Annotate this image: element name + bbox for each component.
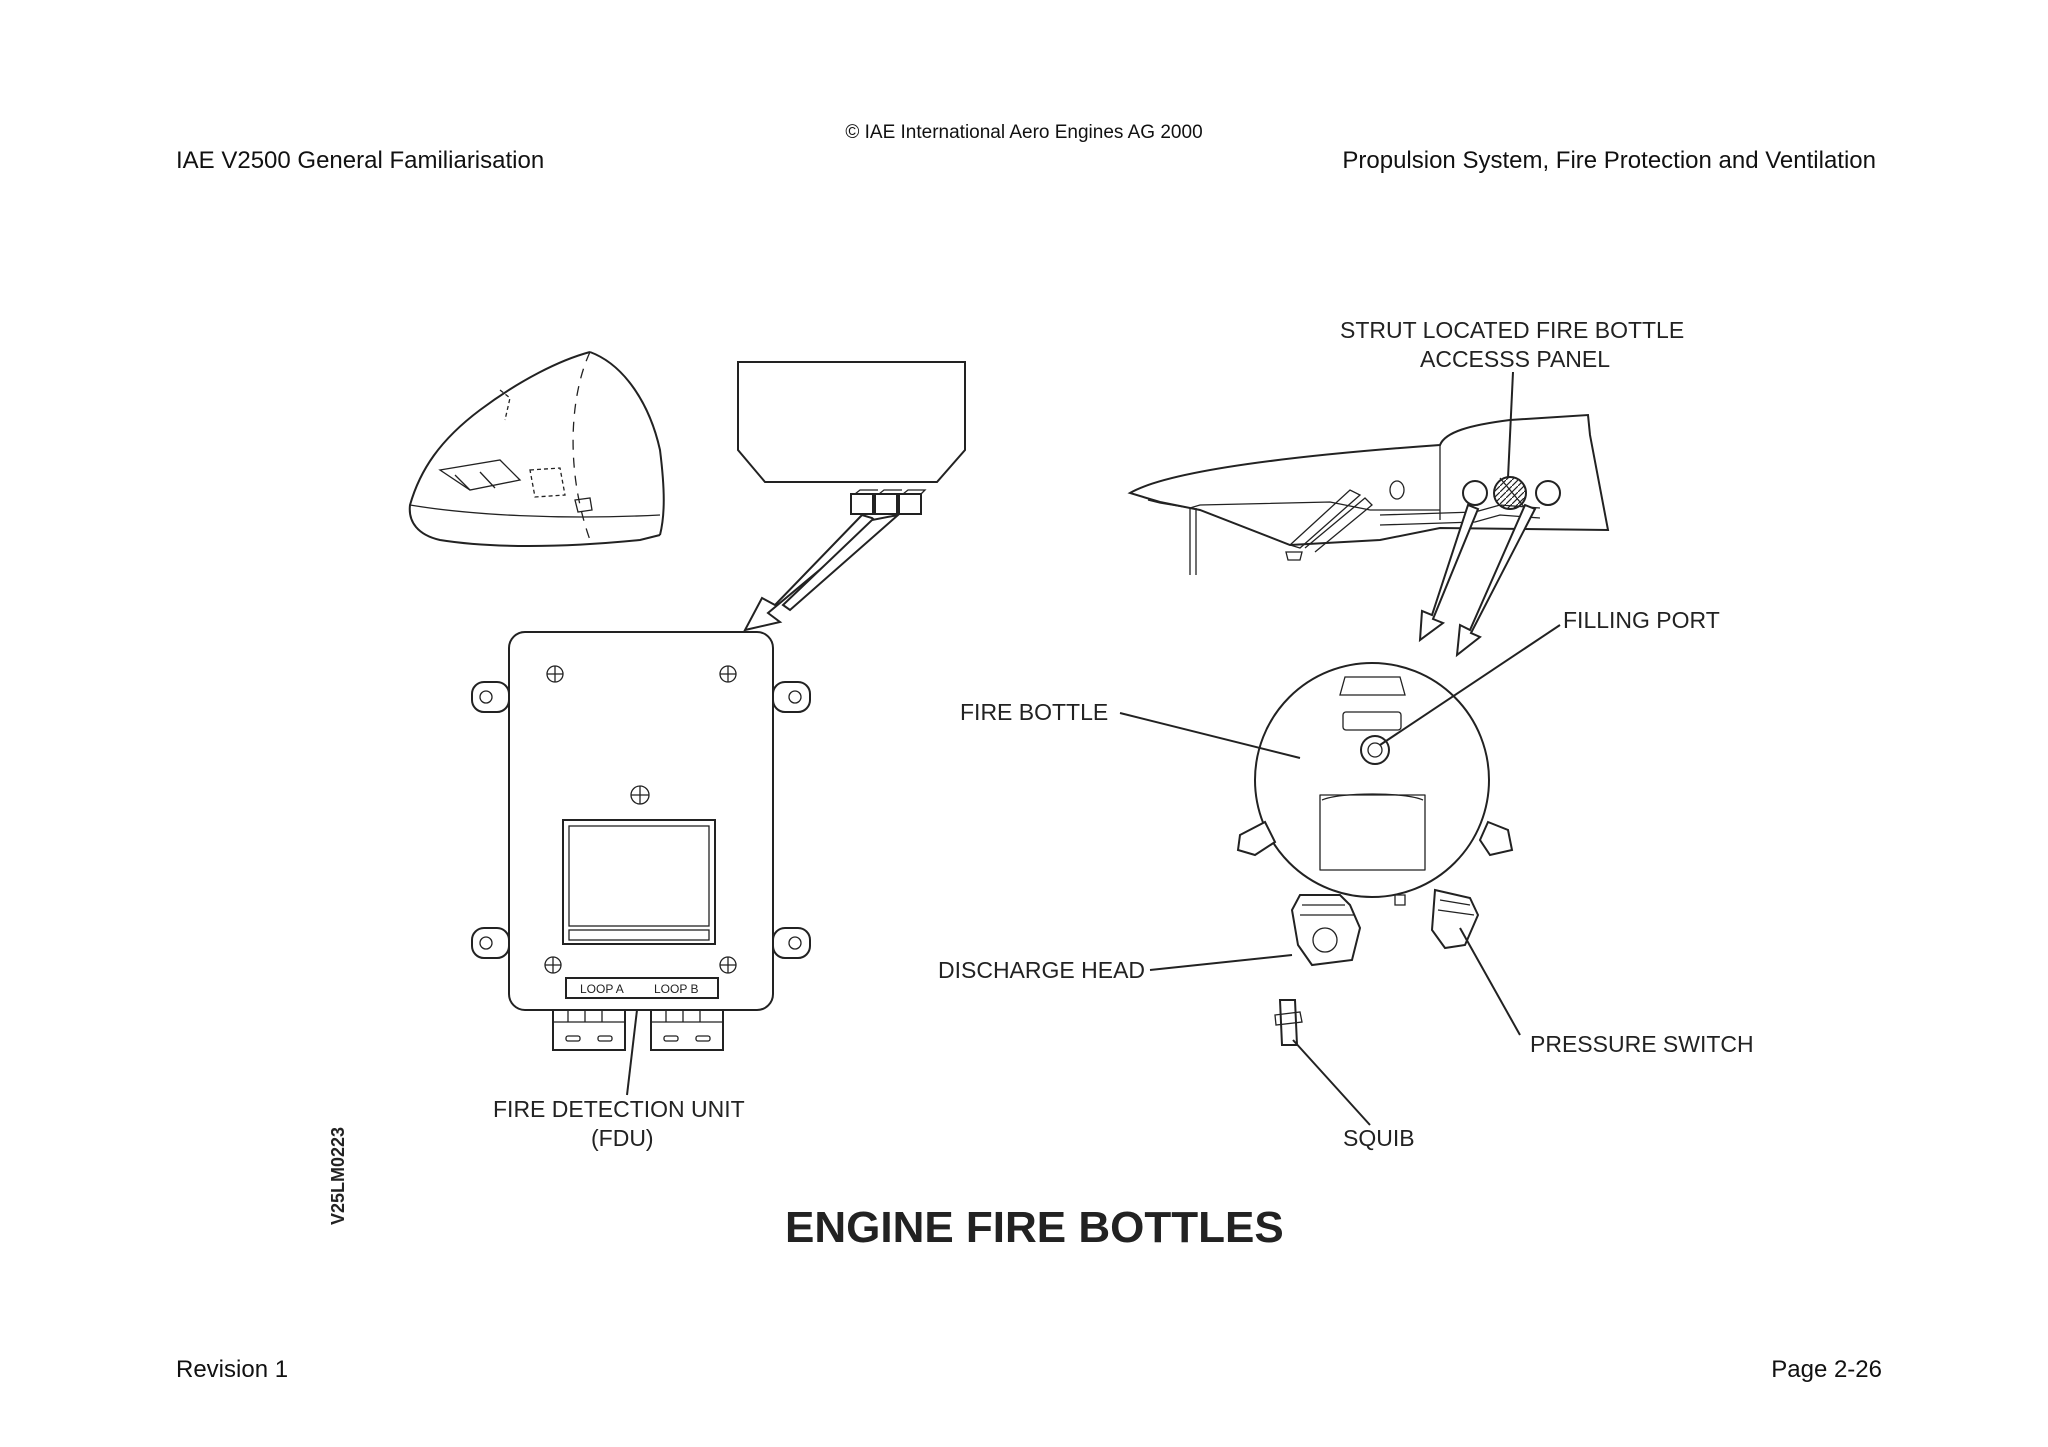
fire-bottle-label: FIRE BOTTLE (960, 699, 1108, 725)
revision-label: Revision 1 (176, 1356, 289, 1383)
page-number: Page 2-26 (1771, 1356, 1882, 1383)
copyright-notice: © IAE International Aero Engines AG 2000 (845, 122, 1203, 143)
avionics-rack-illustration (737, 361, 966, 515)
aircraft-nose-illustration (408, 351, 665, 547)
document-title: IAE V2500 General Familiarisation (176, 147, 545, 174)
fire-bottle-illustration (1236, 662, 1514, 1046)
loop-b-label: LOOP B (654, 982, 698, 996)
pressure-switch-label: PRESSURE SWITCH (1530, 1031, 1754, 1057)
strut-access-panel-label-line2: ACCESSS PANEL (1420, 346, 1610, 372)
arrows-strut-to-bottle-icon (1418, 503, 1537, 658)
figure-title: ENGINE FIRE BOTTLES (785, 1203, 1284, 1252)
fire-detection-unit-illustration: LOOP A LOOP B (471, 631, 811, 1096)
engine-strut-illustration (1127, 371, 1610, 575)
strut-access-panel-label: STRUT LOCATED FIRE BOTTLE (1340, 317, 1684, 343)
squib-label: SQUIB (1343, 1125, 1415, 1151)
leader-lines (1119, 624, 1561, 1126)
discharge-head-label: DISCHARGE HEAD (938, 957, 1145, 983)
section-title: Propulsion System, Fire Protection and V… (1342, 147, 1876, 174)
loop-a-label: LOOP A (580, 982, 624, 996)
figure-code: V25LM0223 (328, 1127, 348, 1225)
arrow-rack-to-fdu-icon (743, 513, 902, 632)
fdu-label: FIRE DETECTION UNIT (493, 1096, 745, 1122)
fdu-abbreviation-label: (FDU) (591, 1125, 654, 1151)
filling-port-label: FILLING PORT (1563, 607, 1720, 633)
